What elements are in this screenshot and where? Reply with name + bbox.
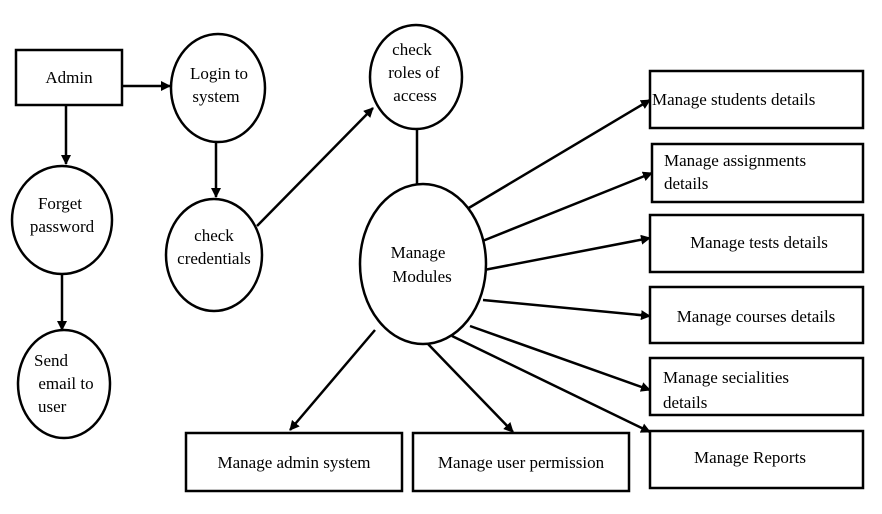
node-label: Modules: [392, 267, 452, 286]
node-label: details: [663, 393, 707, 412]
students-node: Manage students details: [648, 69, 865, 130]
node-label: Manage assignments: [664, 151, 806, 170]
check-roles-node: check roles of access: [368, 23, 464, 131]
manage-modules-node: Manage Modules: [358, 182, 488, 346]
reports-node: Manage Reports: [648, 429, 865, 490]
node-label: Manage students details: [652, 90, 815, 109]
node-label: Manage secialities: [663, 368, 789, 387]
edge-modules-assignments: [479, 171, 653, 244]
user-permission-node: Manage user permission: [411, 431, 631, 493]
edges: [57, 81, 653, 434]
admin-node: Admin: [14, 48, 124, 107]
send-email-node: Send email to user: [16, 328, 112, 440]
edge-modules-admin-system: [289, 329, 376, 431]
edge-modules-courses: [482, 298, 651, 321]
node-label: Send: [34, 351, 69, 370]
edge-modules-reports: [451, 334, 651, 434]
node-label: Login to: [190, 64, 248, 83]
specialities-node: Manage secialities details: [648, 356, 865, 417]
node-label: Admin: [45, 68, 93, 87]
node-label: details: [664, 174, 708, 193]
node-label: system: [192, 87, 239, 106]
admin-system-node: Manage admin system: [184, 431, 404, 493]
edge-modules-students: [461, 98, 651, 214]
login-node: Login to system: [169, 32, 267, 144]
node-label: Manage tests details: [690, 233, 828, 252]
node-label: email to: [38, 374, 93, 393]
tests-node: Manage tests details: [648, 213, 865, 274]
node-label: check: [194, 226, 234, 245]
node-label: credentials: [177, 249, 251, 268]
edge-modules-specialities: [469, 324, 651, 392]
node-label: check: [392, 40, 432, 59]
node-label: Manage admin system: [218, 453, 371, 472]
forget-password-node: Forget password: [10, 164, 114, 276]
check-credentials-node: check credentials: [164, 197, 264, 313]
edge-modules-user-permission: [427, 343, 514, 433]
node-label: user: [38, 397, 67, 416]
courses-node: Manage courses details: [648, 285, 865, 345]
node-label: roles of: [388, 63, 440, 82]
assignments-node: Manage assignments details: [650, 142, 865, 204]
node-label: Manage Reports: [694, 448, 806, 467]
node-label: Manage user permission: [438, 453, 605, 472]
edge-credentials-roles: [256, 107, 374, 227]
node-label: Manage: [391, 243, 446, 262]
node-label: Manage courses details: [677, 307, 836, 326]
node-label: access: [393, 86, 436, 105]
node-label: Forget: [38, 194, 82, 213]
edge-modules-tests: [483, 234, 651, 272]
node-label: password: [30, 217, 95, 236]
